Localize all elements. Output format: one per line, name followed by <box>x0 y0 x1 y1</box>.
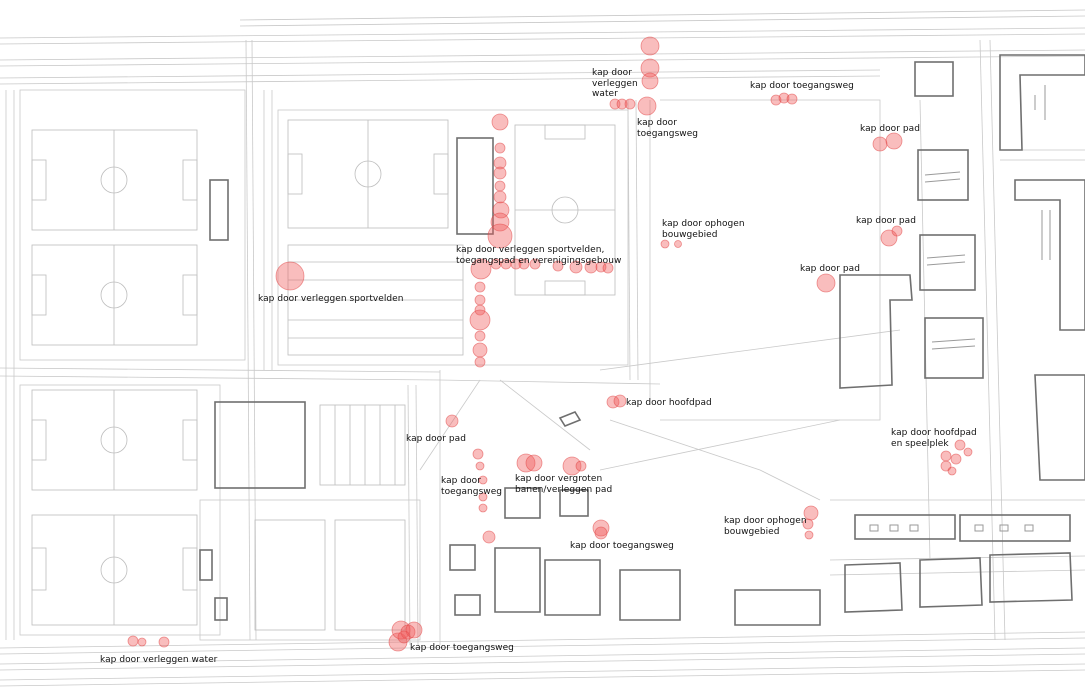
label-kap-toegangsweg-top-center: kap door toegangsweg <box>637 118 699 139</box>
tree-marker <box>640 36 660 56</box>
tree-marker <box>872 136 888 152</box>
tree-marker <box>470 258 492 280</box>
label-kap-verleggen-water-bottom: kap door verleggen water <box>100 655 218 665</box>
tree-marker <box>478 492 488 502</box>
tree-marker <box>487 223 513 249</box>
label-kap-ophogen-bouwgebied-south: kap door ophogen bouwgebied <box>724 516 807 537</box>
tree-marker <box>786 93 798 105</box>
tree-marker <box>963 447 973 457</box>
tree-marker <box>491 113 509 131</box>
tree-marker <box>494 180 506 192</box>
buildings <box>199 54 1085 626</box>
building-details <box>869 85 1051 532</box>
label-kap-verleggen-sportvelden: kap door verleggen sportvelden <box>258 294 404 304</box>
road-network <box>0 9 1085 687</box>
tree-marker <box>947 466 957 476</box>
tree-marker <box>552 260 564 272</box>
tree-marker <box>445 414 459 428</box>
tree-marker <box>885 132 903 150</box>
label-kap-verleggen-water-top: kap door verleggen water <box>592 68 638 99</box>
tree-marker <box>940 450 952 462</box>
tree-marker <box>472 448 484 460</box>
tree-marker <box>640 58 660 78</box>
tree-marker <box>802 518 814 530</box>
tree-marker <box>804 530 814 540</box>
tree-marker <box>158 636 170 648</box>
tree-marker <box>482 530 496 544</box>
label-kap-verleggen-sportvelden-combo: kap door verleggen sportvelden, toegangs… <box>456 245 622 266</box>
label-kap-hoofdpad-speelplek: kap door hoofdpad en speelplek <box>891 428 977 449</box>
tree-marker <box>660 239 670 249</box>
tree-marker <box>954 439 966 451</box>
tree-marker <box>637 96 657 116</box>
label-kap-vergroten-banen: kap door vergroten banen/verleggen pad <box>515 474 613 495</box>
tree-marker <box>493 156 507 170</box>
tree-marker <box>518 258 530 270</box>
label-kap-hoofdpad: kap door hoofdpad <box>626 398 712 408</box>
tree-marker <box>474 356 486 368</box>
tree-marker <box>613 394 627 408</box>
tree-marker <box>510 258 522 270</box>
tree-marker <box>405 621 423 639</box>
tree-marker <box>778 92 790 104</box>
tree-removal-markers <box>127 36 973 652</box>
label-kap-pad-2: kap door pad <box>856 216 916 226</box>
tree-marker <box>770 94 782 106</box>
tree-marker <box>950 453 962 465</box>
tree-marker <box>575 460 587 472</box>
tree-marker <box>592 519 610 537</box>
tree-marker <box>602 262 614 274</box>
tree-marker <box>562 456 582 476</box>
tree-marker <box>816 273 836 293</box>
tree-marker <box>525 454 543 472</box>
tree-marker <box>616 98 628 110</box>
tree-marker <box>594 526 608 540</box>
tree-marker <box>674 240 682 248</box>
label-kap-toegangsweg-bottom: kap door toegangsweg <box>410 643 514 653</box>
tree-marker <box>584 260 598 274</box>
tree-marker <box>624 98 636 110</box>
label-kap-ophogen-bouwgebied-north: kap door ophogen bouwgebied <box>662 219 745 240</box>
tree-marker <box>137 637 147 647</box>
tree-marker <box>490 212 510 232</box>
tree-marker <box>493 166 507 180</box>
label-kap-pad-3: kap door pad <box>800 264 860 274</box>
tree-marker <box>891 225 903 237</box>
tree-marker <box>475 461 485 471</box>
label-kap-pad-1: kap door pad <box>860 124 920 134</box>
label-kap-toegangsweg-mid: kap door toegangsweg <box>441 476 503 497</box>
tree-marker <box>492 201 510 219</box>
tree-marker <box>474 294 486 306</box>
tree-marker <box>474 281 486 293</box>
tree-marker <box>478 503 488 513</box>
tree-marker <box>478 475 488 485</box>
label-kap-toegangsweg-south: kap door toegangsweg <box>570 541 674 551</box>
tree-marker <box>474 330 486 342</box>
tree-marker <box>529 258 541 270</box>
label-kap-pad-4: kap door pad <box>406 434 466 444</box>
tree-marker <box>469 309 491 331</box>
tree-marker <box>494 142 506 154</box>
tree-marker <box>127 635 139 647</box>
tree-marker <box>275 261 305 291</box>
football-fields <box>31 119 616 631</box>
label-kap-toegangsweg-top-right: kap door toegangsweg <box>750 81 854 91</box>
tree-marker <box>569 260 583 274</box>
tree-marker <box>472 342 488 358</box>
tree-marker <box>397 630 411 644</box>
tree-marker <box>641 72 659 90</box>
tree-marker <box>493 190 507 204</box>
